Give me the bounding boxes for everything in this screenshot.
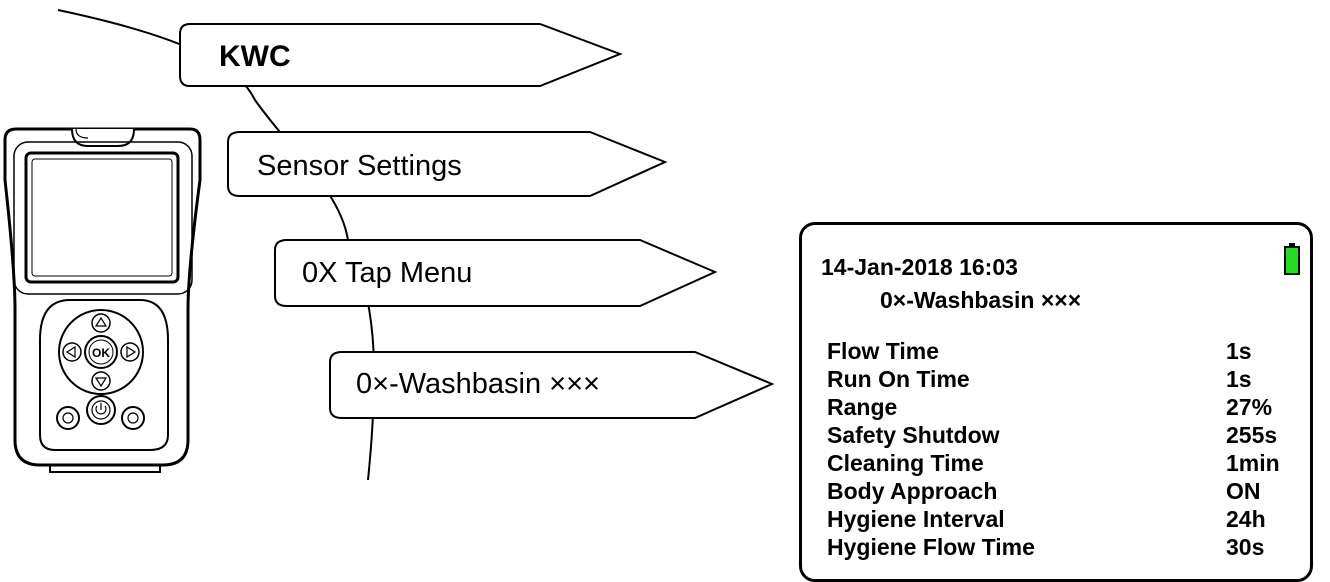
- menu-item-tap-menu-label: 0X Tap Menu: [302, 257, 472, 289]
- setting-label: Hygiene Flow Time: [827, 534, 1035, 560]
- device-screen: [24, 151, 180, 284]
- battery-icon: [1284, 243, 1300, 275]
- setting-row-flow-time[interactable]: Flow Time 1s: [827, 338, 1297, 365]
- setting-row-body-approach[interactable]: Body Approach ON: [827, 478, 1297, 505]
- setting-label: Run On Time: [827, 366, 970, 392]
- menu-item-washbasin-label: 0×-Washbasin ×××: [356, 368, 600, 400]
- menu-diagram: KWC OK Sensor Settings: [3, 9, 775, 481]
- lcd-datetime: 14-Jan-2018 16:03: [821, 254, 1018, 280]
- setting-label: Body Approach: [827, 478, 998, 504]
- setting-label: Cleaning Time: [827, 450, 984, 476]
- battery-level: [1284, 246, 1300, 275]
- setting-row-safety-shutdown[interactable]: Safety Shutdow 255s: [827, 422, 1297, 449]
- menu-item-kwc-label: KWC: [219, 40, 291, 73]
- setting-label: Range: [827, 394, 898, 420]
- handheld-device: OK: [3, 127, 202, 473]
- ok-button-label: OK: [92, 346, 110, 360]
- setting-label: Flow Time: [827, 338, 940, 364]
- setting-row-hygiene-interval[interactable]: Hygiene Interval 24h: [827, 506, 1297, 533]
- setting-value: 24h: [1226, 506, 1266, 532]
- menu-item-sensor-settings-label: Sensor Settings: [257, 150, 462, 182]
- left-arrow-icon[interactable]: [62, 342, 82, 362]
- setting-value: 1min: [1226, 450, 1280, 476]
- setting-value: 1s: [1226, 366, 1252, 392]
- setting-row-run-on-time[interactable]: Run On Time 1s: [827, 366, 1297, 393]
- down-arrow-icon[interactable]: [91, 371, 111, 391]
- menu-item-sensor-settings[interactable]: Sensor Settings: [227, 131, 668, 197]
- menu-item-washbasin[interactable]: 0×-Washbasin ×××: [329, 351, 775, 419]
- setting-value: 255s: [1226, 422, 1278, 448]
- setting-label: Hygiene Interval: [827, 506, 1005, 532]
- setting-row-cleaning-time[interactable]: Cleaning Time 1min: [827, 450, 1297, 477]
- right-function-button[interactable]: [121, 406, 145, 430]
- setting-value: 1s: [1226, 338, 1252, 364]
- setting-row-range[interactable]: Range 27%: [827, 394, 1297, 421]
- power-icon: [95, 405, 107, 415]
- ok-button[interactable]: [84, 335, 118, 369]
- lcd-title: 0×-Washbasin ×××: [880, 287, 1082, 313]
- setting-row-hygiene-flow-time[interactable]: Hygiene Flow Time 30s: [827, 534, 1297, 561]
- right-arrow-icon[interactable]: [120, 342, 140, 362]
- setting-value: ON: [1226, 478, 1261, 504]
- setting-label: Safety Shutdow: [827, 422, 1000, 448]
- setting-value: 27%: [1226, 394, 1273, 420]
- setting-value: 30s: [1226, 534, 1265, 560]
- menu-item-tap-menu[interactable]: 0X Tap Menu: [274, 239, 718, 307]
- menu-item-kwc[interactable]: KWC: [179, 23, 623, 87]
- left-function-button[interactable]: [56, 406, 80, 430]
- up-arrow-icon[interactable]: [91, 313, 111, 333]
- lcd-display: 14-Jan-2018 16:03 0×-Washbasin ××× Flow …: [799, 222, 1313, 582]
